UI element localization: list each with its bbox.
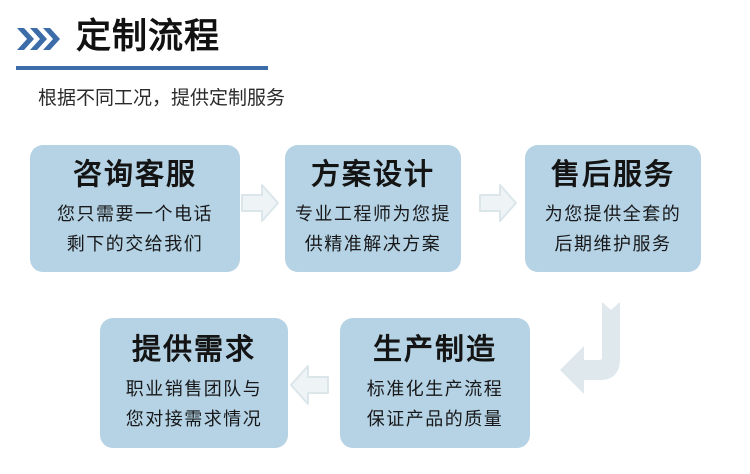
process-step-card-1: 咨询客服 您只需要一个电话 剩下的交给我们: [30, 145, 240, 272]
triple-chevron-right-icon: [16, 25, 62, 53]
step-body: 您只需要一个电话 剩下的交给我们: [57, 199, 213, 259]
step-title: 提供需求: [131, 334, 256, 366]
step-body-line: 标准化生产流程: [366, 379, 504, 399]
step-title: 方案设计: [310, 159, 435, 191]
process-step-card-5: 生产制造 标准化生产流程 保证产品的质量: [340, 318, 530, 448]
step-body-line: 供精准解决方案: [304, 234, 442, 254]
step-title: 生产制造: [372, 334, 497, 366]
step-body-line: 您对接需求情况: [125, 409, 263, 429]
step-body-line: 为您提供全套的: [544, 204, 682, 224]
step-body-line: 剩下的交给我们: [66, 234, 204, 254]
step-body: 为您提供全套的 后期维护服务: [545, 199, 682, 259]
step-body-line: 您只需要一个电话: [57, 204, 213, 224]
page-title: 定制流程: [76, 17, 221, 56]
title-underline: [16, 66, 268, 70]
step-body: 标准化生产流程 保证产品的质量: [367, 374, 504, 434]
step-body-line: 保证产品的质量: [366, 409, 504, 429]
arrow-bend-down-left-icon: [556, 276, 644, 404]
page-subtitle: 根据不同工况，提供定制服务: [38, 88, 286, 109]
page-header: 定制流程 根据不同工况，提供定制服务: [0, 0, 750, 109]
step-title: 咨询客服: [72, 159, 197, 191]
arrow-left-icon: [288, 363, 330, 407]
step-title: 售后服务: [550, 159, 675, 191]
step-body: 职业销售团队与 您对接需求情况: [126, 374, 263, 434]
arrow-right-icon: [478, 182, 518, 224]
step-body-line: 专业工程师为您提: [295, 204, 451, 224]
step-body-line: 职业销售团队与: [125, 379, 263, 399]
process-step-card-4: 提供需求 职业销售团队与 您对接需求情况: [100, 318, 288, 448]
process-step-card-2: 方案设计 专业工程师为您提 供精准解决方案: [285, 145, 461, 272]
step-body: 专业工程师为您提 供精准解决方案: [295, 199, 451, 259]
step-body-line: 后期维护服务: [554, 234, 672, 254]
process-step-card-3: 售后服务 为您提供全套的 后期维护服务: [525, 145, 701, 272]
arrow-right-icon: [240, 182, 280, 224]
title-row: 定制流程: [16, 18, 220, 56]
